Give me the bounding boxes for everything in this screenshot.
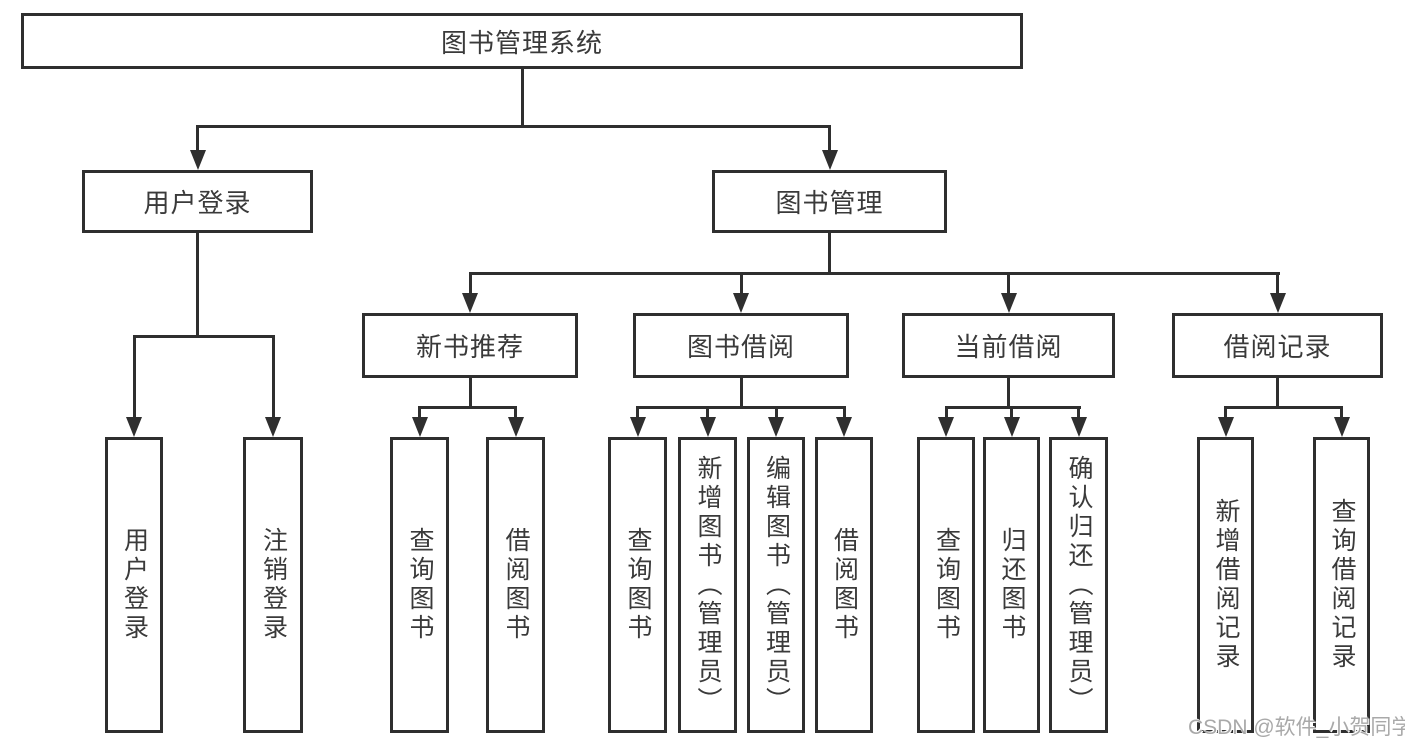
arrow-down-icon	[1070, 417, 1087, 437]
node-user-login: 用户登录	[82, 170, 313, 233]
arrow-down-icon	[462, 293, 478, 313]
connector-line	[132, 335, 136, 417]
leaf-logout: 注销登录	[243, 437, 303, 733]
leaf-add-borrow-record-label: 新增借阅记录	[1212, 498, 1240, 672]
node-user-login-label: 用户登录	[143, 188, 252, 218]
arrow-down-icon	[699, 417, 716, 437]
node-book-management: 图书管理	[712, 170, 947, 233]
arrow-down-icon	[1000, 293, 1017, 313]
connector-line	[636, 406, 846, 409]
leaf-user-login-label: 用户登录	[120, 527, 149, 643]
leaf-borrow-books: 借阅图书	[815, 437, 873, 733]
leaf-borrow-books-recommend: 借阅图书	[486, 437, 545, 733]
leaf-user-login: 用户登录	[105, 437, 163, 733]
arrow-down-icon	[411, 417, 428, 437]
connector-line	[828, 233, 831, 272]
node-current-borrow: 当前借阅	[902, 313, 1115, 378]
connector-line	[828, 125, 831, 153]
connector-line	[739, 378, 743, 406]
leaf-query-books-borrow-label: 查询图书	[624, 527, 652, 643]
arrow-down-icon	[126, 417, 142, 437]
arrow-down-icon	[938, 417, 954, 437]
connector-line	[706, 406, 709, 419]
node-book-borrow: 图书借阅	[633, 313, 849, 378]
connector-line	[132, 335, 275, 338]
connector-line	[1224, 406, 1227, 419]
connector-line	[1007, 378, 1010, 406]
connector-line	[1340, 406, 1343, 419]
connector-line	[1276, 272, 1279, 294]
leaf-query-borrow-record-label: 查询借阅记录	[1328, 498, 1356, 672]
leaf-add-book-admin: 新增图书（管理员）	[678, 437, 737, 733]
connector-line	[418, 406, 517, 409]
connector-line	[1224, 406, 1343, 409]
arrow-down-icon	[507, 417, 524, 437]
connector-line	[520, 69, 524, 125]
leaf-borrow-books-label: 借阅图书	[830, 527, 859, 643]
arrow-down-icon	[1003, 417, 1020, 437]
connector-line	[636, 406, 639, 419]
root-node: 图书管理系统	[21, 13, 1023, 69]
node-new-book-recommend-label: 新书推荐	[415, 332, 524, 362]
arrow-down-icon	[1333, 417, 1350, 437]
csdn-watermark: CSDN @软件_小贺同学	[1188, 716, 1405, 739]
connector-line	[196, 125, 831, 128]
leaf-confirm-return-admin-label: 确认归还（管理员）	[1065, 454, 1093, 716]
leaf-return-book-label: 归还图书	[998, 527, 1026, 643]
leaf-query-books-recommend: 查询图书	[390, 437, 449, 733]
leaf-query-borrow-record: 查询借阅记录	[1313, 437, 1370, 733]
arrow-down-icon	[265, 417, 281, 437]
connector-line	[1077, 406, 1080, 419]
connector-line	[774, 406, 778, 419]
connector-line	[271, 335, 275, 417]
connector-line	[1276, 378, 1279, 406]
connector-line	[1007, 272, 1010, 294]
connector-line	[1010, 406, 1013, 419]
node-new-book-recommend: 新书推荐	[362, 313, 578, 378]
leaf-query-books-borrow: 查询图书	[608, 437, 667, 733]
connector-line	[418, 406, 421, 419]
connector-line	[842, 406, 846, 419]
connector-line	[944, 406, 948, 419]
arrow-down-icon	[629, 417, 646, 437]
connector-line	[739, 272, 743, 294]
leaf-return-book: 归还图书	[983, 437, 1040, 733]
arrow-down-icon	[733, 293, 749, 313]
leaf-query-books-current: 查询图书	[917, 437, 975, 733]
connector-line	[468, 272, 472, 294]
leaf-borrow-books-recommend-label: 借阅图书	[502, 527, 530, 643]
connector-line	[468, 272, 1280, 275]
arrow-down-icon	[836, 417, 852, 437]
connector-line	[468, 378, 472, 406]
node-book-borrow-label: 图书借阅	[686, 332, 795, 362]
connector-line	[514, 406, 517, 419]
leaf-add-borrow-record: 新增借阅记录	[1197, 437, 1254, 733]
leaf-edit-book-admin-label: 编辑图书（管理员）	[762, 454, 791, 716]
arrow-down-icon	[189, 150, 206, 170]
arrow-down-icon	[1269, 293, 1286, 313]
node-book-management-label: 图书管理	[775, 188, 884, 218]
arrow-down-icon	[768, 417, 784, 437]
leaf-edit-book-admin: 编辑图书（管理员）	[747, 437, 805, 733]
root-node-label: 图书管理系统	[440, 27, 603, 58]
leaf-add-book-admin-label: 新增图书（管理员）	[694, 454, 722, 716]
leaf-query-books-recommend-label: 查询图书	[406, 527, 434, 643]
connector-line	[196, 125, 199, 153]
leaf-query-books-current-label: 查询图书	[932, 527, 961, 643]
leaf-confirm-return-admin: 确认归还（管理员）	[1049, 437, 1108, 733]
arrow-down-icon	[821, 150, 838, 170]
leaf-logout-label: 注销登录	[259, 527, 288, 643]
node-borrow-records: 借阅记录	[1172, 313, 1383, 378]
arrow-down-icon	[1217, 417, 1234, 437]
node-current-borrow-label: 当前借阅	[954, 332, 1063, 362]
connector-line	[196, 233, 199, 335]
node-borrow-records-label: 借阅记录	[1223, 332, 1332, 362]
